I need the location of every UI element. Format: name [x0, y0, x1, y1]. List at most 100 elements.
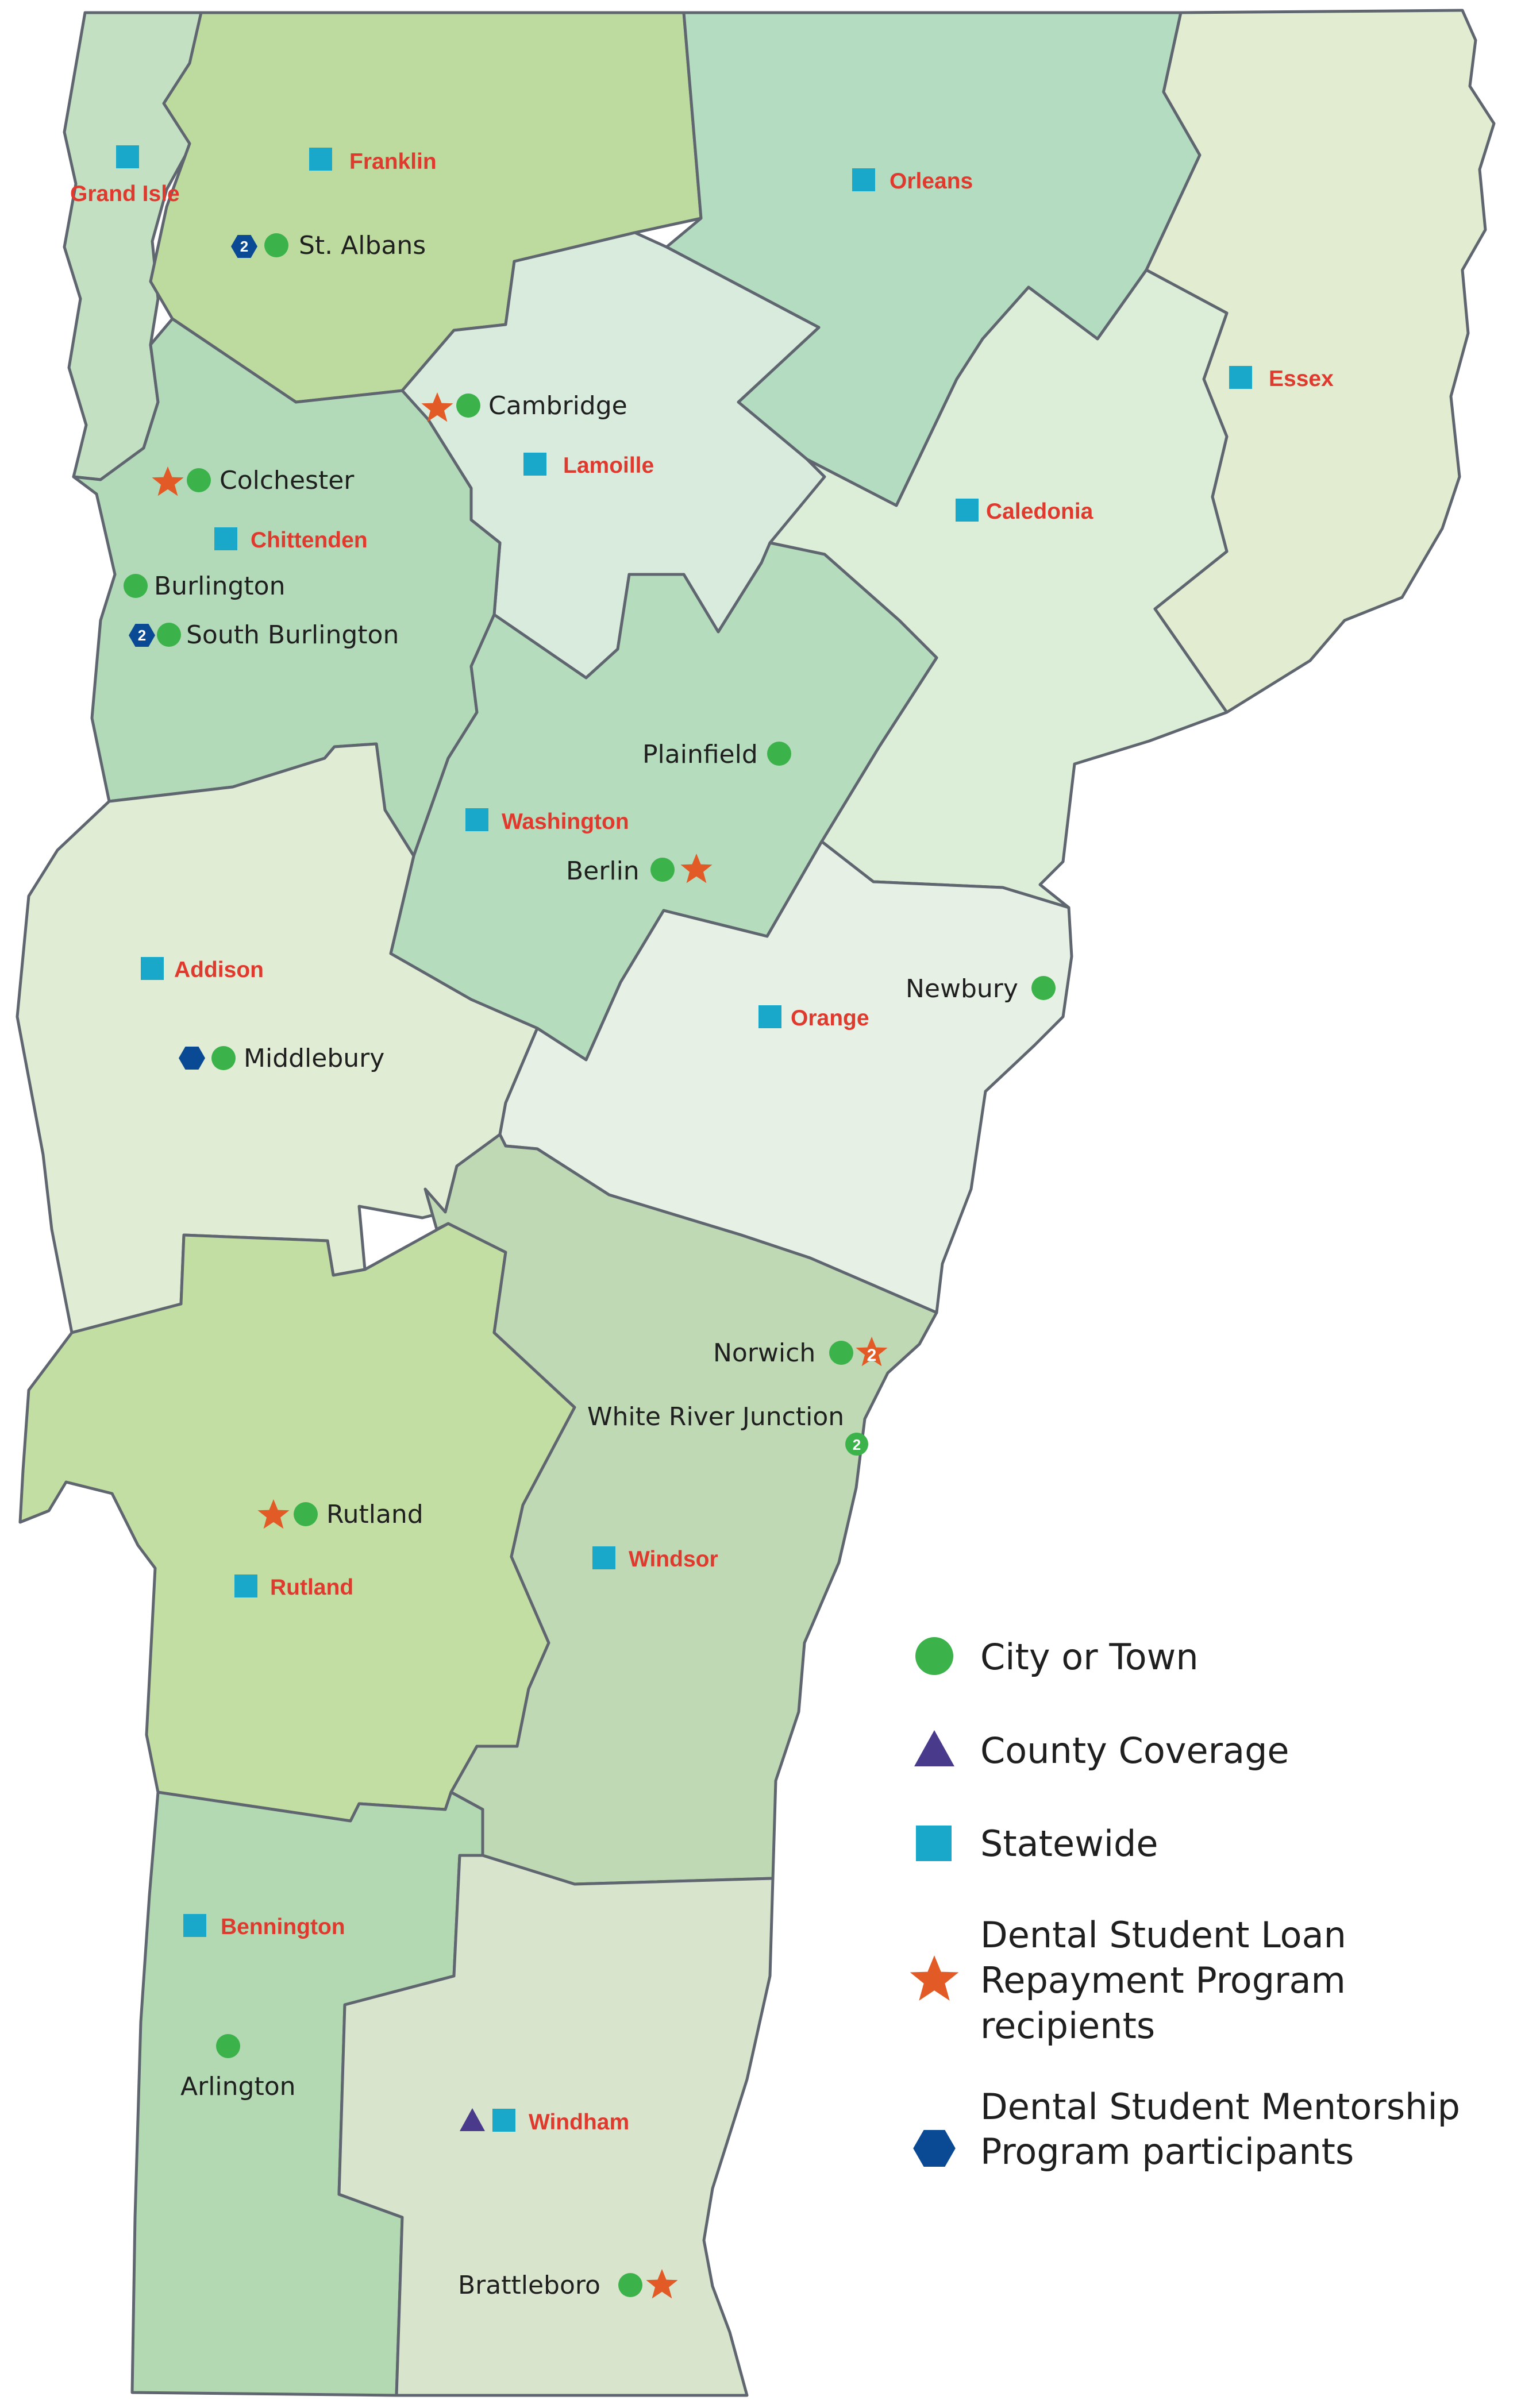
town-label: Colchester — [220, 466, 355, 495]
town-south-burlington[interactable]: 2 South Burlington — [129, 620, 399, 650]
county-label-text: Windham — [529, 2110, 629, 2135]
county-label-text: Caledonia — [986, 499, 1093, 524]
city-dot-icon — [618, 2273, 642, 2297]
county-label-text: Grand Isle — [70, 182, 180, 206]
town-newbury[interactable]: Newbury — [906, 974, 1056, 1004]
statewide-square-icon — [523, 453, 546, 476]
county-label-text: Chittenden — [251, 528, 368, 553]
town-norwich[interactable]: Norwich 2 — [713, 1337, 888, 1368]
city-dot-icon — [187, 468, 211, 492]
statewide-square-icon — [592, 1546, 615, 1569]
city-dot-icon — [211, 1046, 236, 1070]
legend-label: Statewide — [980, 1823, 1158, 1865]
statewide-square-icon — [465, 808, 488, 831]
legend-item-statewide: Statewide — [916, 1823, 1158, 1865]
town-middlebury[interactable]: Middlebury — [179, 1044, 384, 1073]
county-label-text: Washington — [502, 809, 629, 834]
town-label: Newbury — [906, 974, 1018, 1004]
city-dot-icon — [157, 623, 181, 647]
town-label: Norwich — [713, 1338, 815, 1368]
statewide-square-icon — [758, 1005, 781, 1028]
county-caledonia-label: Caledonia — [956, 499, 1093, 524]
town-rutland[interactable]: Rutland — [257, 1499, 423, 1529]
county-label-text: Rutland — [270, 1575, 353, 1600]
town-label: Arlington — [180, 2072, 296, 2101]
town-label: Cambridge — [488, 391, 627, 420]
town-label: Plainfield — [642, 740, 758, 769]
legend-label: Dental Student Mentorship — [980, 2086, 1460, 2128]
statewide-square-icon — [183, 1914, 206, 1937]
county-bennington-label: Bennington — [183, 1914, 345, 1939]
town-label: South Burlington — [186, 620, 399, 650]
statewide-square-icon — [1229, 366, 1252, 389]
statewide-square-icon — [234, 1575, 257, 1597]
town-white-river-junction[interactable]: White River Junction 2 — [587, 1402, 868, 1456]
county-windham-label: Windham — [460, 2108, 629, 2135]
county-label-text: Orange — [791, 1006, 869, 1031]
town-plainfield[interactable]: Plainfield — [642, 740, 791, 769]
county-labels: Grand Isle Franklin Orleans Essex Lamoil… — [70, 145, 1334, 2135]
legend-item-loan-repayment: Dental Student Loan Repayment Program re… — [910, 1914, 1346, 2047]
town-label: White River Junction — [587, 1402, 844, 1431]
city-dot-icon — [216, 2034, 240, 2058]
county-rutland-label: Rutland — [234, 1575, 353, 1600]
city-dot-icon — [767, 742, 791, 766]
town-brattleboro[interactable]: Brattleboro — [458, 2269, 678, 2300]
legend: City or Town County Coverage Statewide D… — [910, 1636, 1460, 2172]
town-label: Rutland — [326, 1500, 423, 1529]
city-dot-icon — [829, 1341, 853, 1365]
county-lamoille-label: Lamoille — [523, 453, 654, 478]
county-franklin-label: Franklin — [309, 148, 437, 174]
legend-item-county-coverage: County Coverage — [914, 1730, 1289, 1772]
county-addison-label: Addison — [141, 957, 264, 982]
legend-label: Repayment Program — [980, 1959, 1346, 2001]
county-label-text: Lamoille — [563, 453, 654, 478]
mentorship-hexagon-icon — [913, 2130, 956, 2167]
county-windsor-label: Windsor — [592, 1546, 718, 1572]
county-label-text: Franklin — [349, 149, 437, 174]
town-colchester[interactable]: Colchester — [152, 466, 355, 496]
county-essex-label: Essex — [1229, 366, 1334, 391]
town-label: St. Albans — [299, 231, 426, 260]
statewide-square-icon — [214, 527, 237, 550]
statewide-square-icon — [116, 145, 139, 168]
city-dot-icon — [845, 1433, 868, 1456]
counties — [16, 9, 1496, 2397]
town-cambridge[interactable]: Cambridge — [421, 391, 627, 422]
county-label-text: Essex — [1269, 366, 1334, 391]
town-label: Middlebury — [244, 1044, 384, 1073]
town-burlington[interactable]: Burlington — [124, 572, 286, 601]
badge-count: 2 — [240, 238, 248, 255]
county-washington-label: Washington — [465, 808, 629, 834]
legend-label: Program participants — [980, 2131, 1354, 2172]
legend-label: Dental Student Loan — [980, 1914, 1346, 1956]
legend-label: County Coverage — [980, 1730, 1289, 1772]
city-dot-icon — [1031, 976, 1056, 1000]
county-label-text: Bennington — [221, 1915, 345, 1939]
badge-count: 2 — [138, 627, 146, 644]
statewide-square-icon — [916, 1826, 952, 1861]
town-st-albans[interactable]: 2 St. Albans — [231, 231, 426, 260]
county-label-text: Orleans — [890, 169, 973, 194]
badge-count: 2 — [867, 1346, 877, 1365]
statewide-square-icon — [852, 168, 875, 191]
legend-item-mentorship: Dental Student Mentorship Program partic… — [913, 2086, 1460, 2172]
county-windham[interactable] — [337, 1854, 775, 2397]
county-orleans-label: Orleans — [852, 168, 973, 194]
city-dot-icon — [456, 393, 480, 418]
badge-count: 2 — [853, 1436, 861, 1453]
statewide-square-icon — [141, 957, 164, 980]
legend-label: City or Town — [980, 1636, 1199, 1678]
loan-repayment-star-icon — [910, 1955, 959, 2001]
city-dot-icon — [915, 1637, 953, 1675]
towns: 2 St. Albans Cambridge Colchester Burlin… — [124, 231, 1056, 2300]
county-label-text: Addison — [174, 958, 264, 982]
city-dot-icon — [294, 1502, 318, 1526]
town-berlin[interactable]: Berlin — [566, 854, 713, 886]
statewide-square-icon — [309, 148, 332, 171]
county-orange-label: Orange — [758, 1005, 869, 1031]
town-arlington[interactable]: Arlington — [180, 2034, 296, 2101]
county-chittenden-label: Chittenden — [214, 527, 368, 553]
town-label: Brattleboro — [458, 2271, 600, 2300]
